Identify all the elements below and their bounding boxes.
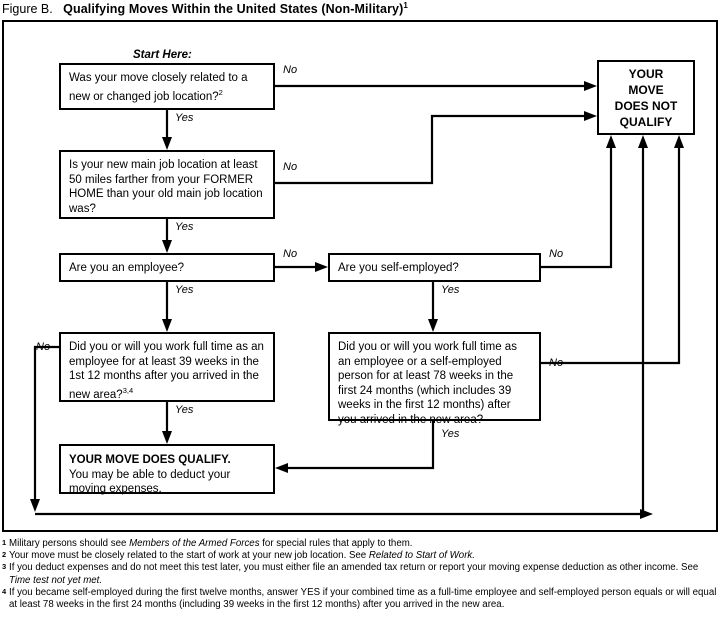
q2-text: Is your new main job location at least 5… bbox=[69, 159, 263, 215]
edge-label-q1-yes: Yes bbox=[175, 112, 194, 124]
qualify-subtitle: You may be able to deduct your moving ex… bbox=[69, 468, 231, 496]
qualify-title: YOUR MOVE DOES QUALIFY. bbox=[69, 454, 231, 466]
edge-label-q3-no: No bbox=[283, 248, 298, 260]
q5-text: Did you or will you work full time as an… bbox=[69, 341, 264, 401]
footnote-text: Your move must be closely related to the… bbox=[9, 550, 475, 562]
result-box-move-does-qualify: YOUR MOVE DOES QUALIFY. You may be able … bbox=[59, 444, 275, 496]
q5-superscript: 3,4 bbox=[122, 385, 134, 395]
connector-layer bbox=[30, 81, 684, 519]
figure-title: Qualifying Moves Within the United State… bbox=[63, 2, 404, 17]
not-qualify-line4: QUALIFY bbox=[619, 114, 673, 129]
footnote-text: If you became self-employed during the f… bbox=[9, 586, 717, 611]
edge-label-q1-no: No bbox=[283, 64, 298, 76]
edge-label-q5-no: No bbox=[36, 341, 51, 353]
decision-box-are-you-self-employed: Are you self-employed? bbox=[328, 253, 541, 282]
footnote-number: 1 bbox=[2, 538, 7, 547]
decision-box-distance-test: Is your new main job location at least 5… bbox=[59, 150, 275, 219]
edge-label-q2-yes: Yes bbox=[175, 221, 194, 233]
result-box-move-does-not-qualify: YOUR MOVE DOES NOT QUALIFY bbox=[597, 60, 695, 135]
not-qualify-line1: YOUR bbox=[628, 66, 664, 81]
start-here-label: Start Here: bbox=[133, 49, 192, 61]
decision-box-are-you-employee: Are you an employee? bbox=[59, 253, 275, 282]
q6-text: Did you or will you work full time as an… bbox=[338, 341, 517, 426]
not-qualify-line3: DOES NOT bbox=[614, 98, 678, 113]
footnote-number: 4 bbox=[2, 586, 7, 596]
footnote-number: 3 bbox=[2, 562, 7, 572]
edge-label-q6-no: No bbox=[549, 357, 564, 369]
edge-label-q3-yes: Yes bbox=[175, 284, 194, 296]
footnote-number: 2 bbox=[2, 550, 7, 560]
q1-text: Was your move closely related to a new o… bbox=[69, 72, 248, 103]
edge-label-q2-no: No bbox=[283, 161, 298, 173]
footnote-text: Military persons should see Members of t… bbox=[9, 538, 413, 549]
edge-label-q6-yes: Yes bbox=[441, 428, 460, 440]
figure-title-superscript: 1 bbox=[403, 1, 408, 10]
q4-text: Are you self-employed? bbox=[338, 262, 459, 274]
figure-caption: Figure B. Qualifying Moves Within the Un… bbox=[2, 1, 719, 19]
edge-label-q4-no: No bbox=[549, 248, 564, 260]
not-qualify-line2: MOVE bbox=[628, 82, 664, 97]
edge-label-q4-yes: Yes bbox=[441, 284, 460, 296]
q1-superscript: 2 bbox=[218, 87, 223, 97]
decision-box-39-weeks-time-test: Did you or will you work full time as an… bbox=[59, 332, 275, 402]
footnote-text: If you deduct expenses and do not meet t… bbox=[9, 562, 699, 586]
edge-label-q5-yes: Yes bbox=[175, 404, 194, 416]
figure-label: Figure B. bbox=[2, 2, 53, 17]
q3-text: Are you an employee? bbox=[69, 262, 185, 274]
decision-box-job-location-related: Was your move closely related to a new o… bbox=[59, 63, 275, 110]
decision-box-78-weeks-time-test: Did you or will you work full time as an… bbox=[328, 332, 541, 426]
